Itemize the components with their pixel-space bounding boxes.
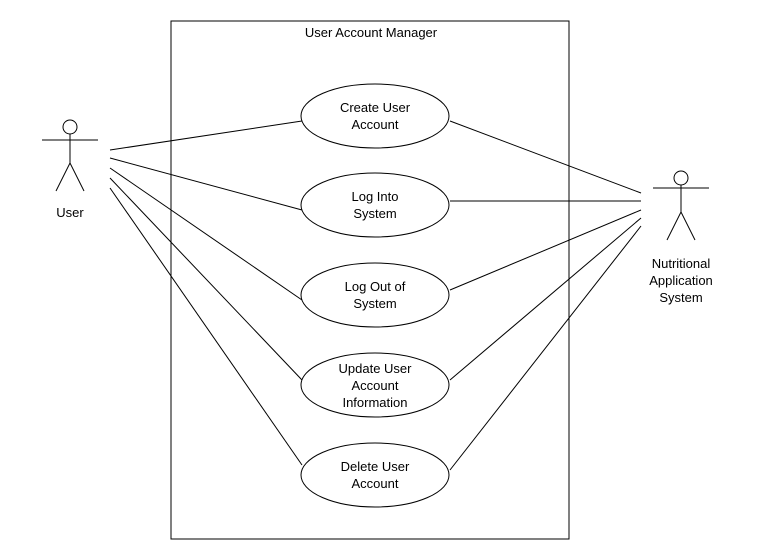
use-case-label-line: Log Out of bbox=[345, 279, 406, 294]
use-case-label-line: Account bbox=[352, 476, 399, 491]
use-case-label-line: Information bbox=[342, 395, 407, 410]
use-case-update-user-account-information: Update User Account Information bbox=[300, 352, 450, 418]
use-case-log-out-of-system: Log Out of System bbox=[300, 262, 450, 328]
association-user-delete bbox=[109, 187, 303, 466]
use-case-label-line: Account bbox=[352, 378, 399, 393]
association-user-create bbox=[109, 120, 303, 151]
association-user-logout bbox=[109, 167, 303, 301]
actor-nutritional-application-system: Nutritional Application System bbox=[649, 170, 713, 305]
use-case-label-line: Update User bbox=[339, 361, 413, 376]
use-case-log-into-system: Log Into System bbox=[300, 172, 450, 238]
stick-figure-icon bbox=[42, 119, 98, 192]
system-title: User Account Manager bbox=[305, 25, 438, 40]
association-create-nutritional bbox=[449, 120, 642, 194]
use-case-create-user-account: Create User Account bbox=[300, 83, 450, 149]
use-case-label-line: System bbox=[353, 206, 396, 221]
actor-label-line: Application bbox=[649, 273, 713, 288]
actor-label-line: Nutritional bbox=[652, 256, 711, 271]
actor-user: User bbox=[42, 119, 98, 220]
association-logout-nutritional bbox=[449, 209, 642, 291]
system-boundary bbox=[170, 20, 570, 540]
association-delete-nutritional bbox=[449, 225, 642, 471]
use-case-label-line: Create User bbox=[340, 100, 411, 115]
actor-label: User bbox=[56, 205, 84, 220]
use-case-label-line: Delete User bbox=[341, 459, 410, 474]
association-user-login bbox=[109, 157, 303, 211]
use-case-delete-user-account: Delete User Account bbox=[300, 442, 450, 508]
use-case-label-line: Log Into bbox=[352, 189, 399, 204]
association-update-nutritional bbox=[449, 217, 642, 381]
use-case-label-line: Account bbox=[352, 117, 399, 132]
association-user-update bbox=[109, 177, 303, 381]
stick-figure-icon bbox=[653, 170, 709, 241]
actor-label-line: System bbox=[659, 290, 702, 305]
use-case-label-line: System bbox=[353, 296, 396, 311]
